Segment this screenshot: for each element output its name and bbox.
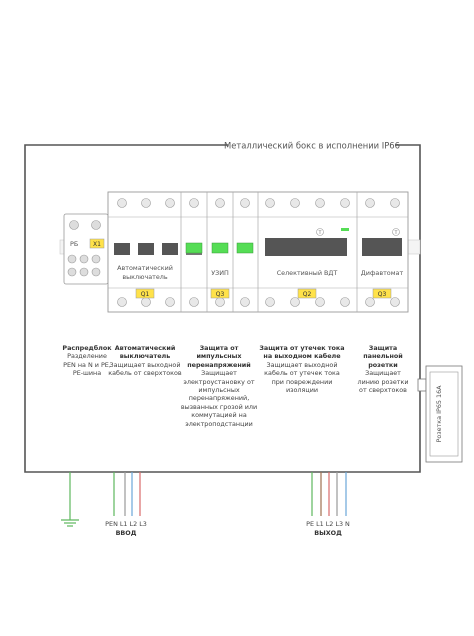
difavtomat-handle	[362, 238, 402, 256]
desc-socket-protection: Защита панельной розетки Защищает линию …	[355, 344, 411, 394]
difavtomat-test-button	[392, 228, 400, 236]
desc-title: Защита от импульсных перенапряжений	[187, 344, 251, 369]
input-label: ВВОД	[116, 529, 137, 537]
top-terminals	[117, 198, 400, 208]
rb-label: РБ	[70, 240, 78, 248]
box-title: Металлический бокс в исполнении IP66	[224, 141, 400, 151]
box-frame	[24, 144, 421, 473]
desc-text: Разделение PEN на N и PE, PE-шина	[63, 352, 111, 378]
spd-indicators	[185, 242, 254, 254]
device-label-q1-line2: выключатель	[122, 273, 168, 281]
desc-spd: Защита от импульсных перенапряжений Защи…	[180, 344, 258, 428]
tag-rcd: Q2	[303, 291, 312, 298]
device-label-spd: УЗИП	[211, 269, 229, 277]
device-label-rcd: Селективный ВДТ	[277, 269, 338, 277]
ground-symbol	[61, 472, 79, 527]
desc-title: Защита от утечек тока на выходном кабеле	[259, 344, 345, 361]
desc-rcd: Защита от утечек тока на выходном кабеле…	[258, 344, 346, 394]
device-label-q1-line1: Автоматический	[117, 264, 173, 272]
input-wires	[113, 472, 141, 516]
difavtomat-test-label: T	[394, 230, 398, 236]
input-wire-names: PEN L1 L2 L3	[105, 520, 147, 528]
desc-text: Защищает электроустановку от импульсных …	[180, 369, 258, 428]
x1-tag: X1	[93, 241, 101, 248]
desc-distribution-block: Распредблок Разделение PEN на N и PE, PE…	[62, 344, 112, 378]
rcd-indicator	[341, 228, 349, 231]
desc-text: Защищает выходной кабель от сверхтоков	[108, 360, 182, 378]
tag-spd: Q3	[216, 291, 225, 298]
tag-q1: Q1	[141, 291, 150, 298]
distribution-block: РБ X1	[63, 213, 109, 285]
rcd-handle	[265, 238, 347, 256]
output-wires	[311, 472, 347, 516]
rcd-test-label: T	[318, 230, 322, 236]
panel-socket: Розетка IP65 16А	[417, 365, 463, 463]
output-label: ВЫХОД	[314, 529, 342, 537]
rcd-test-button	[316, 228, 324, 236]
desc-breaker: Автоматический выключатель Защищает выхо…	[108, 344, 182, 378]
desc-text: Защищает выходной кабель от утечек тока …	[264, 360, 340, 395]
desc-title: Распредблок	[62, 344, 112, 352]
device-tags: Q1 Q3 Q2 Q3	[135, 288, 392, 299]
output-wire-names: PE L1 L2 L3 N	[306, 520, 350, 528]
desc-text: Защищает линию розетки от сверхтоков	[357, 369, 409, 395]
desc-title: Защита панельной розетки	[363, 344, 403, 369]
device-label-difavtomat: Дифавтомат	[361, 269, 404, 277]
tag-difavtomat: Q3	[378, 291, 387, 298]
desc-title: Автоматический выключатель	[114, 344, 176, 361]
socket-label: Розетка IP65 16А	[435, 385, 443, 443]
bottom-terminals	[117, 297, 400, 307]
